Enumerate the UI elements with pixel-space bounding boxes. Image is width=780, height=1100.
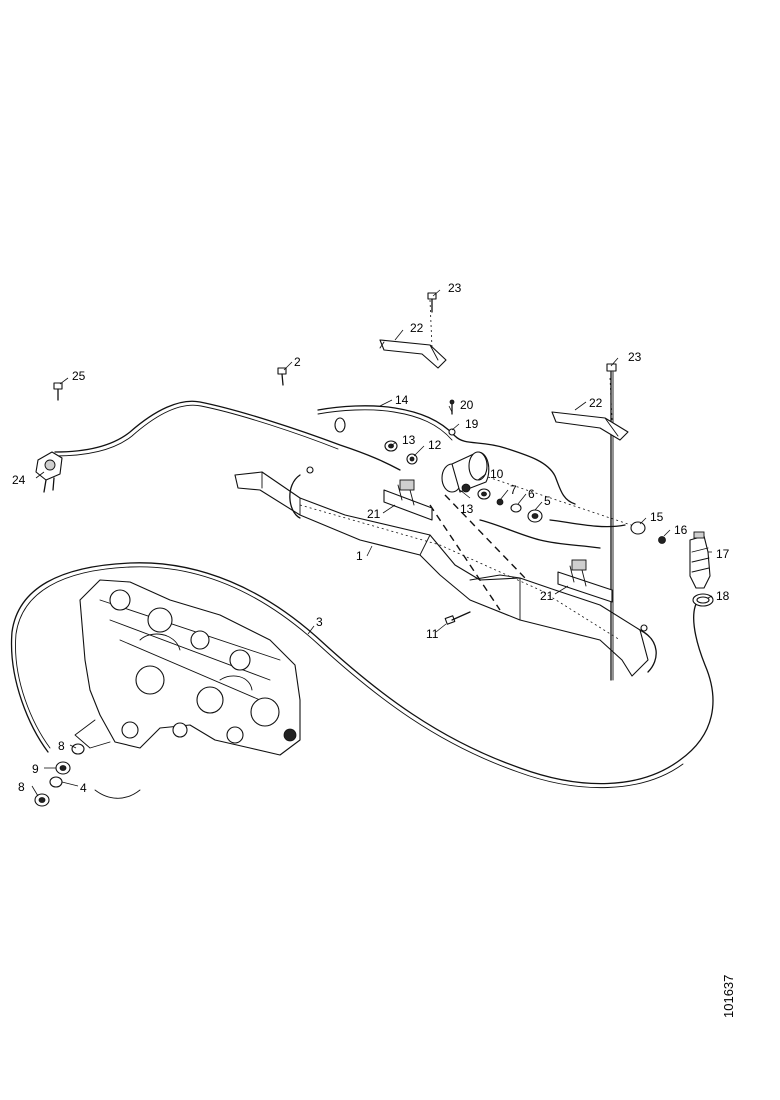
callout-8-upper: 8 [58,739,65,753]
callout-3: 3 [316,615,323,629]
callout-23-top: 23 [448,281,462,295]
callout-22-right: 22 [589,396,603,410]
bolt-23-top [427,292,437,313]
nut-13-lower [477,488,491,500]
callout-8-lower: 8 [18,780,25,794]
injector-17 [689,531,711,589]
callout-15: 15 [650,510,664,524]
nozzle-14-end [334,417,346,433]
callout-20: 20 [460,398,474,412]
fitting-9 [55,761,71,775]
banjo-fitting-24 [35,451,63,493]
callout-9: 9 [32,762,39,776]
callout-13-upper: 13 [402,433,416,447]
callout-2: 2 [294,355,301,369]
fitting-8-upper [71,743,85,755]
callout-17: 17 [716,547,730,561]
callout-11: 11 [426,627,439,641]
filter-housing-10 [441,451,490,493]
seal-16 [658,536,666,544]
callout-14: 14 [395,393,409,407]
callout-24: 24 [12,473,26,487]
mounting-bracket-rail [234,471,649,677]
clamp-22-right [551,411,629,441]
washer-6 [510,503,522,513]
return-fuel-line [54,400,401,471]
callout-25: 25 [72,369,86,383]
hose-clip-21-left [383,479,433,521]
washer-12 [406,453,418,465]
callout-21-left: 21 [367,507,381,521]
nut-8-lower [34,793,50,807]
callout-23-right: 23 [628,350,642,364]
bolt-2 [277,367,287,386]
callout-22-upper: 22 [410,321,424,335]
callout-5: 5 [544,494,551,508]
callout-21-right: 21 [540,589,554,603]
seal-7 [496,498,504,506]
callout-1: 1 [356,549,363,563]
callout-10: 10 [490,467,504,481]
nut-15 [630,521,646,535]
callout-7: 7 [510,483,517,497]
callout-19: 19 [465,417,479,431]
fitting-19 [448,428,456,436]
clamp-22-upper [379,339,447,369]
bolt-11 [444,611,471,625]
callout-4: 4 [80,781,87,795]
nut-5 [527,509,543,523]
seal-ring-18 [692,593,714,607]
callout-12: 12 [428,438,442,452]
bolt-20 [449,399,455,415]
callout-16: 16 [674,523,688,537]
callout-18: 18 [716,589,730,603]
callout-6: 6 [528,487,535,501]
figure-number: 101637 [721,975,736,1018]
callout-13-lower: 13 [460,502,474,516]
pipe-14 [317,405,576,505]
bolt-25 [53,382,63,401]
washer-4 [49,776,63,788]
bolt-23-right [606,363,617,372]
fuel-line-loop [10,562,714,785]
filter-pipe [479,519,601,549]
hose-clip-21-right [557,559,613,603]
engine-block [74,579,301,756]
